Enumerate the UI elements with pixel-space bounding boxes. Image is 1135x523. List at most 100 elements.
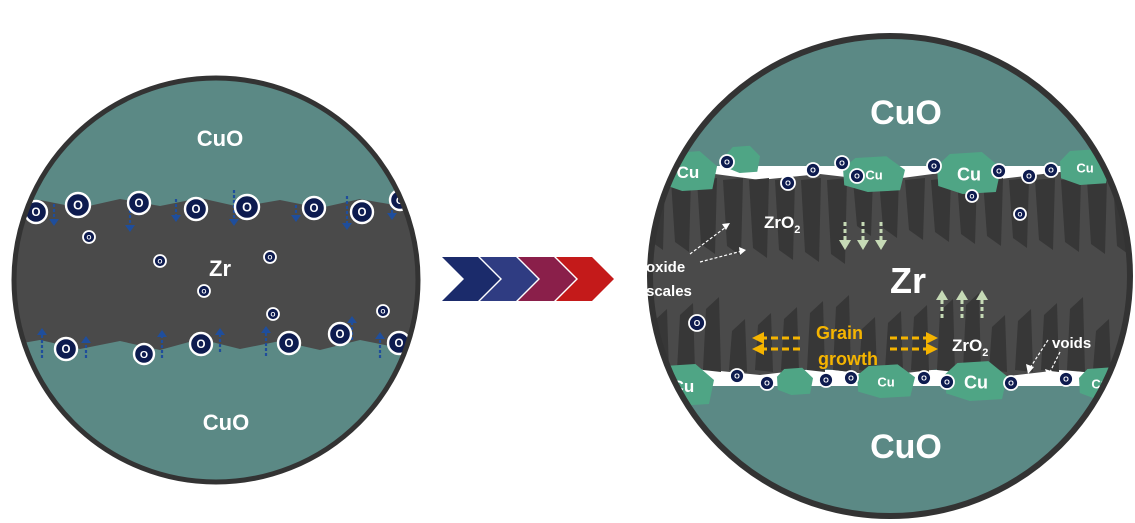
arrow-up-icon: [347, 316, 357, 340]
oxygen-atom: O: [197, 284, 211, 298]
svg-text:O: O: [285, 338, 294, 350]
svg-text:O: O: [996, 167, 1002, 176]
dashed-arrow-left-icon: [752, 332, 800, 355]
oxide-grain: [1015, 309, 1033, 372]
cu-particle: Cu: [937, 152, 1001, 194]
svg-text:O: O: [135, 198, 144, 210]
oxygen-atom: O: [126, 190, 152, 216]
oxygen-atom: O: [1003, 375, 1019, 391]
svg-text:O: O: [785, 179, 791, 188]
svg-text:O: O: [854, 172, 860, 181]
oxide-grain: [801, 178, 821, 262]
left-zr-label: Zr: [209, 256, 231, 281]
zro2-oxide-grains: [650, 178, 1130, 372]
oxygen-atom: O: [849, 168, 865, 184]
svg-text:O: O: [140, 349, 148, 361]
oxygen-atom: O: [301, 195, 327, 221]
lower-zro2-base: ZrO: [952, 336, 982, 355]
left-zr-layer: [14, 198, 418, 350]
arrow-up-icon: [936, 290, 988, 318]
svg-text:O: O: [310, 203, 319, 215]
oxygen-atom: O: [53, 336, 79, 362]
oxide-grain: [963, 293, 981, 372]
oxide-grain: [703, 297, 721, 372]
voids-pointer-arrows: [1026, 339, 1061, 378]
svg-text:O: O: [848, 374, 854, 383]
oxide-grain: [1087, 178, 1107, 254]
svg-text:O: O: [32, 207, 41, 219]
oxide-grain: [775, 178, 795, 260]
svg-text:O: O: [62, 344, 71, 356]
oxygen-atom: O: [780, 175, 796, 191]
svg-text:O: O: [1048, 166, 1054, 175]
svg-text:O: O: [87, 234, 92, 241]
oxide-grain: [1093, 319, 1111, 372]
svg-text:O: O: [395, 338, 404, 350]
svg-text:O: O: [810, 166, 816, 175]
oxygen-atom: O: [650, 162, 664, 178]
arrow-up-icon: [157, 330, 167, 358]
svg-text:O: O: [271, 311, 276, 318]
chevron-arrow-icon: [442, 257, 614, 301]
right-top-cuo-label: CuO: [870, 94, 942, 132]
arrow-down-icon: [342, 196, 352, 230]
oxygen-atom: O: [376, 304, 390, 318]
oxide-grain: [1041, 303, 1059, 372]
oxide-grain: [905, 178, 925, 240]
oxide-grain: [781, 307, 799, 372]
lower-zro2-subscript: 2: [982, 347, 988, 359]
voids-label: voids: [1052, 335, 1091, 352]
grain-growth-line-2: growth: [818, 349, 878, 369]
svg-text:Cu: Cu: [865, 168, 882, 183]
arrow-up-icon: [375, 332, 385, 358]
svg-text:Cu: Cu: [1076, 161, 1093, 176]
oxygen-atom: O: [965, 189, 979, 203]
oxygen-atom: O: [939, 374, 955, 390]
oxide-grain: [853, 178, 873, 236]
svg-text:O: O: [970, 193, 975, 200]
oxide-grain: [911, 305, 929, 372]
upper-zro2-subscript: 2: [794, 224, 800, 236]
right-bottom-cuo-label: CuO: [870, 428, 942, 466]
oxide-grain: [1067, 297, 1085, 372]
cu-particle: Cu: [857, 364, 915, 398]
svg-text:O: O: [358, 207, 367, 219]
svg-text:Cu: Cu: [877, 375, 894, 390]
svg-text:O: O: [931, 162, 937, 171]
oxide-grain: [989, 315, 1007, 372]
svg-text:O: O: [694, 318, 701, 328]
oxygen-atom: O: [916, 370, 932, 386]
oxide-scales-line-1: oxide: [646, 259, 685, 276]
arrow-up-icon: [37, 328, 47, 358]
svg-text:O: O: [1018, 211, 1023, 218]
svg-text:O: O: [242, 201, 252, 215]
svg-text:Cu: Cu: [957, 164, 981, 184]
oxygen-atom: O: [233, 193, 261, 221]
oxygen-atom: O: [183, 196, 209, 222]
svg-text:O: O: [1008, 379, 1014, 388]
svg-text:O: O: [921, 374, 927, 383]
svg-text:O: O: [653, 166, 659, 175]
svg-text:O: O: [1026, 172, 1032, 181]
oxygen-atom: O: [719, 154, 735, 170]
svg-text:O: O: [823, 376, 829, 385]
oxygen-atom: O: [729, 368, 745, 384]
oxygen-atom: O: [688, 314, 706, 332]
upper-zro2-base: ZrO: [764, 213, 794, 232]
left-bottom-cuo-label: CuO: [203, 410, 249, 435]
oxide-grain: [697, 178, 717, 254]
svg-text:O: O: [724, 158, 730, 167]
oxide-grain: [879, 178, 899, 238]
oxygen-atom: O: [132, 342, 156, 366]
cu-particle: [726, 145, 760, 173]
svg-text:O: O: [839, 159, 845, 168]
oxide-grain: [671, 178, 691, 252]
arrow-down-icon: [291, 205, 301, 222]
svg-text:O: O: [1111, 168, 1117, 177]
oxygen-atom: O: [276, 330, 302, 356]
oxygen-atom: O: [1021, 168, 1037, 184]
oxide-grain: [723, 178, 743, 256]
arrow-down-icon: [839, 222, 887, 250]
